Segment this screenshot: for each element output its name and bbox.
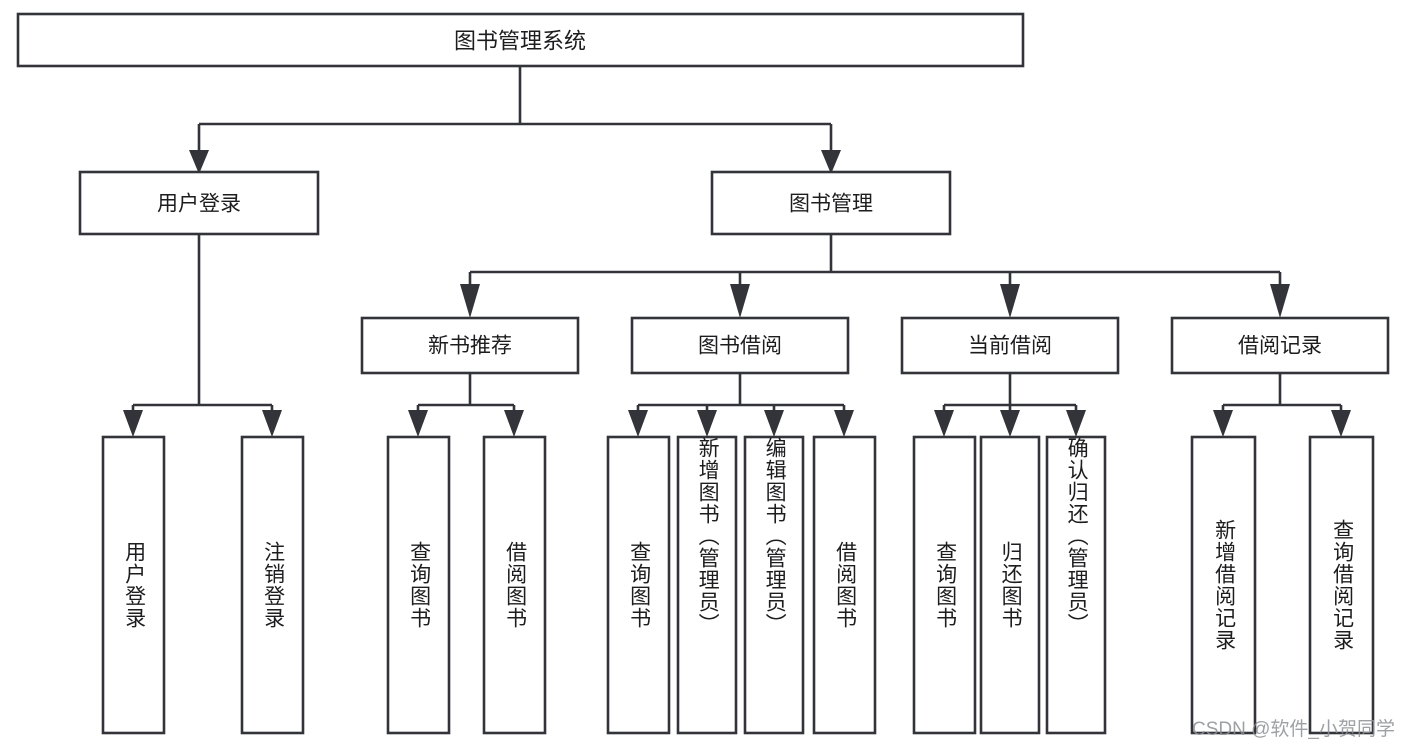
arrowhead-to-new-book-rec [460, 284, 480, 318]
node-current-borrow-label: 当前借阅 [968, 335, 1052, 358]
edge-borrowrecord-to-leaves-bus [1221, 373, 1343, 418]
arrowhead-leaf-br-query-record [1331, 410, 1351, 437]
arrowhead-leaf-bb-add-book [697, 410, 717, 437]
edge-bookmgmt-to-level2-bus [468, 234, 1282, 292]
edge-root-to-level1-bus [197, 66, 833, 162]
node-book-management-box[interactable] [710, 170, 952, 236]
arrowhead-leaf-bb-borrow-book [834, 410, 854, 437]
leaf-box-cb-return-book[interactable] [979, 435, 1041, 735]
edge-newbook-to-leaves-bus [416, 373, 516, 418]
arrowhead-leaf-cb-confirm-return [1066, 410, 1086, 437]
arrowhead-to-book-mgmt [821, 150, 841, 174]
node-book-management-label: 图书管理 [789, 193, 873, 216]
leaf-box-bb-edit-book[interactable] [743, 435, 805, 735]
node-root-system-label: 图书管理系统 [454, 29, 586, 54]
edge-layer [123, 66, 1351, 437]
leaf-box-nb-borrow-book[interactable] [482, 435, 547, 735]
node-current-borrow-box[interactable] [900, 316, 1120, 375]
arrowhead-to-user-login [189, 150, 209, 174]
node-new-book-recommend-box[interactable] [360, 316, 580, 375]
leaf-box-cb-confirm-return[interactable] [1045, 435, 1107, 735]
leaf-box-nb-query-book[interactable] [386, 435, 451, 735]
leaf-box-bb-borrow-book[interactable] [812, 435, 877, 735]
edge-userlogin-to-leaves-bus [131, 234, 274, 418]
node-borrow-record[interactable]: 借阅记录 [1170, 316, 1390, 375]
leaf-box-bb-query-book[interactable] [606, 435, 671, 735]
node-book-borrow[interactable]: 图书借阅 [630, 316, 850, 375]
arrowhead-leaf-nb-query-book [408, 410, 428, 437]
node-root-system-box[interactable] [16, 12, 1025, 68]
edge-bookborrow-to-leaves-bus [636, 373, 846, 418]
node-borrow-record-box[interactable] [1170, 316, 1390, 375]
node-borrow-record-label: 借阅记录 [1238, 335, 1322, 358]
node-new-book-recommend[interactable]: 新书推荐 [360, 316, 580, 375]
node-user-login-label: 用户登录 [157, 193, 241, 216]
node-new-book-recommend-label: 新书推荐 [428, 335, 512, 358]
arrowhead-to-borrow-record [1270, 284, 1290, 318]
arrowhead-leaf-cb-return-book [1000, 410, 1020, 437]
node-root-system[interactable]: 图书管理系统 [16, 12, 1025, 68]
arrowhead-leaf-user-login [123, 410, 143, 437]
node-book-management[interactable]: 图书管理 [710, 170, 952, 236]
arrowhead-leaf-bb-edit-book [764, 410, 784, 437]
node-book-borrow-box[interactable] [630, 316, 850, 375]
arrowhead-leaf-cb-query-book [934, 410, 954, 437]
arrowhead-leaf-nb-borrow-book [504, 410, 524, 437]
arrowhead-to-current-borrow [1000, 284, 1020, 318]
leaf-box-user-login[interactable] [101, 435, 166, 735]
node-current-borrow[interactable]: 当前借阅 [900, 316, 1120, 375]
leaf-box-br-query-record[interactable] [1308, 435, 1375, 735]
node-book-borrow-label: 图书借阅 [698, 335, 782, 358]
node-user-login-box[interactable] [78, 170, 320, 236]
leaf-box-br-add-record[interactable] [1190, 435, 1257, 735]
leaf-box-cb-query-book[interactable] [912, 435, 977, 735]
leaf-box-bb-add-book[interactable] [676, 435, 738, 735]
leaf-box-logout[interactable] [240, 435, 305, 735]
node-user-login[interactable]: 用户登录 [78, 170, 320, 236]
arrowhead-to-book-borrow [730, 284, 750, 318]
arrowhead-leaf-logout [262, 410, 282, 437]
arrowhead-leaf-bb-query-book [628, 410, 648, 437]
arrowhead-leaf-br-add-record [1213, 410, 1233, 437]
